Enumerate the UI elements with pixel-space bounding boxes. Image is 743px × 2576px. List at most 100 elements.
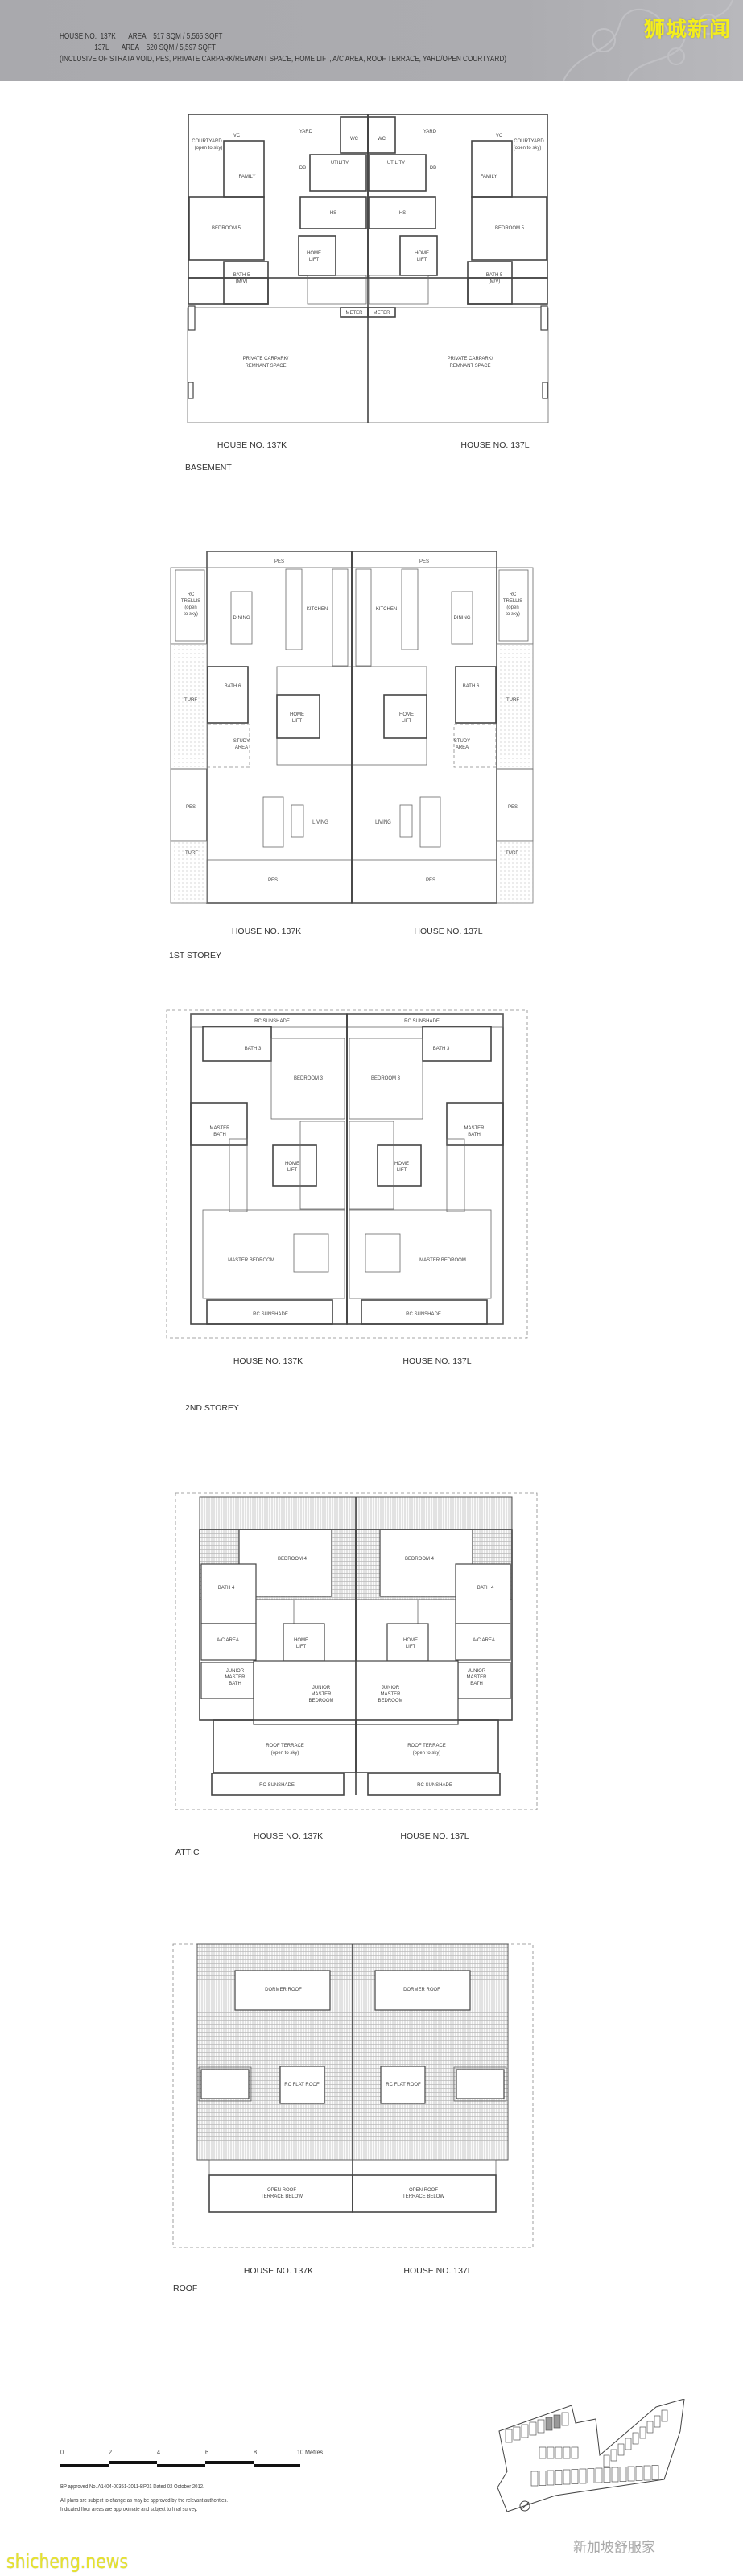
wall-outline (351, 666, 427, 766)
room-label-k: TURF (185, 851, 198, 856)
room-label-k: MASTER BEDROOM (228, 1258, 274, 1263)
room-label-l: HS (399, 211, 406, 216)
scale-label: 6 (205, 2448, 209, 2456)
house-label-137k: HOUSE NO. 137K (232, 927, 301, 936)
room-label-k: RC (188, 592, 195, 597)
site-unit (587, 2468, 595, 2483)
site-unit (553, 2414, 561, 2429)
room-label-k: DORMER ROOF (265, 1988, 302, 1992)
room-label-l: BATH 4 (477, 1586, 494, 1591)
site-unit (529, 2421, 537, 2436)
wall-outline (446, 1138, 465, 1212)
room-label-k: TRELLIS (181, 599, 200, 604)
room-label-l: AREA (456, 745, 469, 750)
room-label-k: RC SUNSHADE (254, 1019, 290, 1024)
room-label-l: BEDROOM 3 (371, 1076, 401, 1081)
level-title: 2ND STOREY (185, 1403, 239, 1413)
wechat-watermark: 新加坡舒服家 (573, 2540, 655, 2556)
wall-outline (190, 1102, 248, 1146)
room-label-k: HOME (290, 712, 304, 717)
scale-label: 4 (157, 2448, 161, 2456)
wall-outline (369, 196, 436, 229)
site-unit (571, 2446, 579, 2459)
level-title: ATTIC (175, 1847, 200, 1857)
room-label-l: (M/V) (489, 279, 501, 284)
room-label-k: METER (346, 311, 364, 316)
room-label-l: LIFT (406, 1645, 416, 1649)
wall-outline (446, 1102, 504, 1146)
room-label-k: LIFT (287, 1168, 298, 1173)
wall-outline (355, 568, 372, 667)
room-label-k: RC SUNSHADE (253, 1312, 288, 1317)
room-label-k: (open (184, 605, 196, 610)
area-inclusion-note: (INCLUSIVE OF STRATA VOID, PES, PRIVATE … (60, 55, 506, 64)
site-unit (603, 2454, 610, 2467)
wall-outline (377, 1144, 422, 1187)
room-label-l: DINING (454, 616, 471, 621)
wall-outline (352, 2174, 497, 2213)
room-label-l: HOME (394, 1162, 409, 1166)
wall-outline (188, 382, 194, 399)
room-label-l: TERRACE BELOW (402, 2194, 444, 2199)
room-label-l: WC (378, 137, 386, 142)
room-label-k: BATH 3 (245, 1046, 262, 1051)
site-unit (635, 2466, 643, 2481)
room-label-l: BATH (468, 1133, 481, 1137)
wall-outline (419, 796, 441, 848)
wall-outline (234, 1970, 331, 2011)
wall-outline (369, 154, 427, 192)
wall-outline (351, 859, 497, 904)
wall-outline (230, 591, 253, 645)
wall-outline (200, 1662, 254, 1699)
wall-outline (351, 551, 497, 904)
floral-pattern-decoration (563, 0, 733, 80)
site-unit (547, 2470, 555, 2486)
room-label-l: VC (496, 134, 503, 138)
wall-outline (332, 568, 349, 667)
wall-outline (349, 1038, 423, 1120)
room-label-l: LIFT (417, 258, 427, 262)
house-label-137l: HOUSE NO. 137L (402, 1356, 471, 1366)
wall-outline (455, 1623, 511, 1661)
site-unit (579, 2468, 587, 2484)
room-label-k: JUNIOR (312, 1686, 331, 1690)
room-label-k: A/C AREA (217, 1638, 239, 1643)
site-unit (555, 2470, 563, 2485)
wall-outline (211, 1773, 345, 1796)
room-label-k: ROOF TERRACE (266, 1744, 304, 1748)
room-label-l: DB (430, 166, 436, 171)
wall-outline (451, 591, 473, 645)
site-unit (625, 2438, 632, 2450)
room-label-l: TURF (506, 698, 519, 703)
room-label-k: LIFT (309, 258, 320, 262)
room-label-k: REMNANT SPACE (245, 364, 286, 369)
room-label-k: LIFT (292, 719, 303, 724)
room-label-l: ROOF TERRACE (407, 1744, 446, 1748)
wall-outline (496, 643, 534, 770)
room-label-l: METER (374, 311, 391, 316)
bp-approval-note: BP approved No. A1404-00351-2011-BP01 Da… (60, 2484, 204, 2490)
room-label-l: RC (510, 592, 517, 597)
wall-outline (467, 261, 513, 305)
house-label-137l: HOUSE NO. 137L (414, 927, 482, 936)
room-label-k: OPEN ROOF (267, 2188, 296, 2193)
wall-outline (467, 277, 548, 305)
room-label-k: LIVING (312, 820, 328, 825)
room-label-k: UTILITY (331, 161, 349, 166)
wall-outline (200, 2069, 250, 2099)
wall-outline (456, 2069, 505, 2099)
site-unit (505, 2429, 513, 2443)
wall-outline (188, 305, 196, 331)
room-label-l: BATH (470, 1682, 483, 1686)
site-unit (547, 2446, 555, 2459)
room-label-l: STUDY (454, 739, 470, 744)
room-label-l: MASTER BEDROOM (419, 1258, 466, 1263)
room-label-k: RC SUNSHADE (259, 1783, 295, 1788)
room-label-l: PES (426, 878, 435, 883)
room-label-k: HOME (285, 1162, 299, 1166)
room-label-l: to sky) (506, 612, 520, 617)
site-unit (571, 2469, 579, 2484)
room-label-k: JUNIOR (226, 1669, 245, 1674)
